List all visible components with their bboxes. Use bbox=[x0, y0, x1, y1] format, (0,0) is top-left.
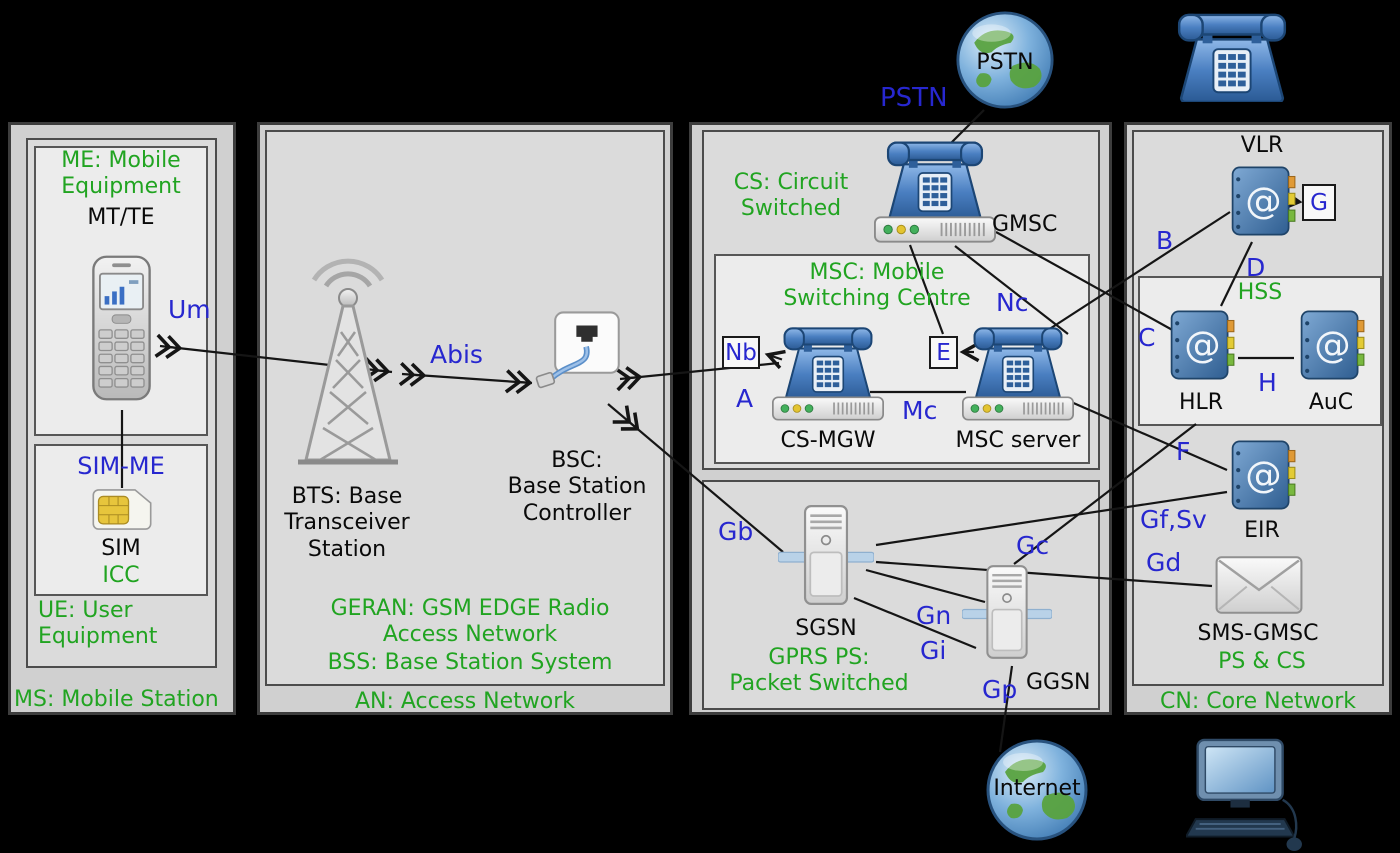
vlr-icon bbox=[1227, 162, 1297, 240]
bsc-label: BSC: Base Station Controller bbox=[507, 448, 647, 526]
geran-label: GERAN: GSM EDGE Radio Access Network bbox=[330, 596, 610, 648]
sgsn-icon bbox=[778, 498, 874, 612]
hss-title: HSS bbox=[1237, 280, 1283, 305]
gn-label: Gn bbox=[916, 601, 952, 630]
sms-gmsc-label: SMS-GMSC bbox=[1197, 621, 1319, 646]
bts-tower-icon bbox=[288, 234, 408, 470]
cs-title: CS: Circuit Switched bbox=[733, 170, 849, 222]
eir-label: EIR bbox=[1244, 518, 1280, 543]
pstn-globe-label: PSTN bbox=[976, 50, 1034, 75]
gp-label: Gp bbox=[982, 675, 1018, 704]
ps-cs-label: PS & CS bbox=[1218, 649, 1306, 674]
cs-mgw-label: CS-MGW bbox=[780, 428, 876, 453]
f-label: F bbox=[1176, 437, 1191, 466]
msc-server-label: MSC server bbox=[955, 428, 1081, 453]
mc-label: Mc bbox=[902, 396, 938, 425]
msc-server-phone-icon bbox=[968, 326, 1068, 400]
gmsc-label: GMSC bbox=[992, 212, 1058, 237]
h-label: H bbox=[1258, 368, 1277, 397]
ue-label: UE: User Equipment bbox=[38, 598, 158, 650]
sim-card-icon bbox=[92, 487, 152, 532]
abis-label: Abis bbox=[430, 340, 483, 369]
sms-gmsc-icon bbox=[1212, 554, 1306, 616]
sim-me-interface-label: SIM-ME bbox=[77, 452, 165, 480]
pstn-link-label: PSTN bbox=[880, 83, 948, 113]
msc-title: MSC: Mobile Switching Centre bbox=[783, 260, 971, 312]
hlr-label: HLR bbox=[1178, 390, 1224, 415]
cs-mgw-phone-icon bbox=[778, 326, 878, 400]
bts-label: BTS: Base Transceiver Station bbox=[284, 484, 410, 562]
e-interface-box: E bbox=[929, 336, 958, 369]
c-label: C bbox=[1138, 323, 1156, 352]
telephone-icon bbox=[1170, 12, 1294, 102]
gb-label: Gb bbox=[718, 517, 754, 546]
icc-label: ICC bbox=[102, 563, 140, 588]
vlr-label: VLR bbox=[1240, 133, 1284, 158]
internet-label: Internet bbox=[993, 776, 1081, 801]
me-subtitle: MT/TE bbox=[87, 205, 155, 230]
gmsc-phone-icon bbox=[880, 140, 990, 220]
me-title: ME: Mobile Equipment bbox=[61, 148, 181, 200]
sim-label: SIM bbox=[101, 536, 141, 561]
mobile-phone-icon bbox=[84, 248, 159, 408]
gf-sv-label: Gf,Sv bbox=[1140, 505, 1207, 534]
hlr-icon bbox=[1166, 306, 1236, 384]
g-interface-box: G bbox=[1302, 184, 1336, 221]
ggsn-icon bbox=[962, 556, 1052, 668]
eir-icon bbox=[1227, 436, 1297, 514]
nc-label: Nc bbox=[996, 288, 1029, 317]
cs-mgw-base-icon bbox=[772, 396, 884, 421]
bss-label: BSS: Base Station System bbox=[327, 650, 613, 675]
bsc-icon bbox=[534, 310, 622, 398]
msc-server-base-icon bbox=[962, 396, 1074, 421]
nb-interface-box: Nb bbox=[722, 336, 760, 369]
gi-label: Gi bbox=[920, 636, 947, 665]
sgsn-label: SGSN bbox=[795, 616, 857, 641]
cn-label: CN: Core Network bbox=[1160, 689, 1356, 714]
b-label: B bbox=[1156, 226, 1174, 255]
gd-label: Gd bbox=[1146, 548, 1182, 577]
ps-title: GPRS PS: Packet Switched bbox=[729, 645, 909, 697]
an-label: AN: Access Network bbox=[354, 689, 576, 714]
ggsn-label: GGSN bbox=[1026, 670, 1091, 695]
auc-label: AuC bbox=[1308, 390, 1354, 415]
a-label: A bbox=[736, 384, 754, 413]
computer-icon bbox=[1186, 738, 1302, 852]
auc-icon bbox=[1296, 306, 1366, 384]
gmsc-base-icon bbox=[874, 216, 996, 243]
um-label: Um bbox=[168, 295, 211, 324]
ms-label: MS: Mobile Station bbox=[14, 687, 219, 712]
d-label: D bbox=[1246, 253, 1266, 282]
gc-label: Gc bbox=[1016, 531, 1050, 560]
